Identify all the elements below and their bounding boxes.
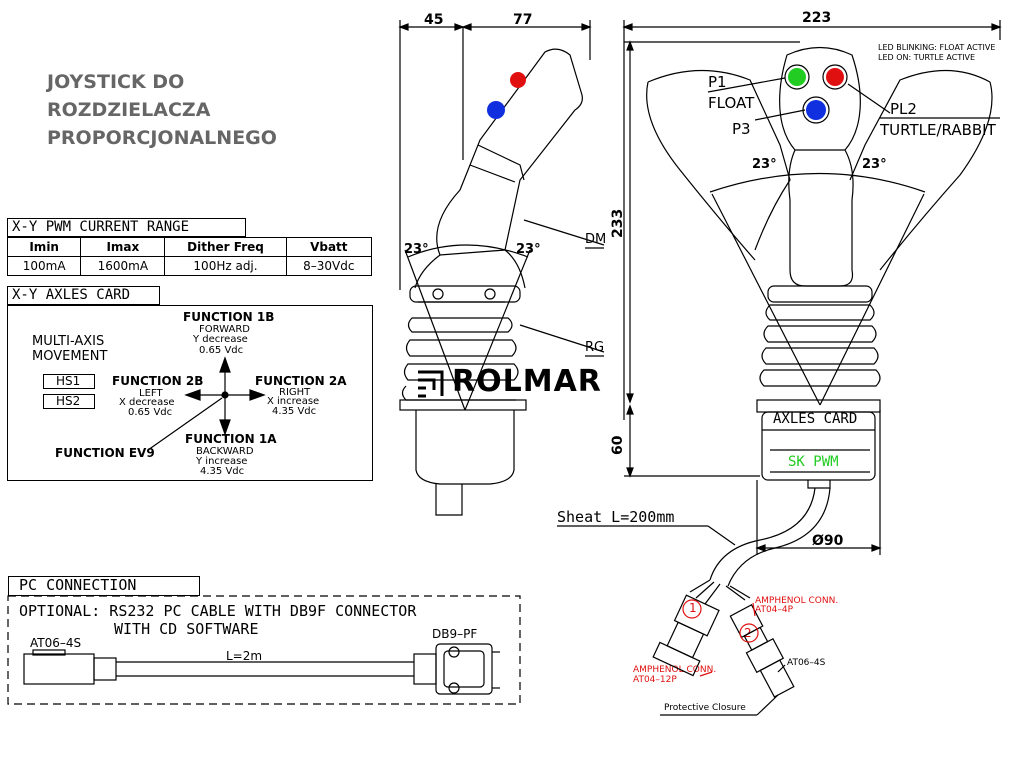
axes-card-panel — [7, 305, 373, 481]
function-1b-axis: Y decrease — [193, 334, 248, 345]
pwm-val-imin: 100mA — [6, 256, 82, 276]
pwm-header-box — [7, 218, 246, 237]
hs2-label: HS2 — [56, 394, 81, 408]
dim-90: Ø90 — [812, 533, 844, 549]
pwm-value-row: 100mA 1600mA 100Hz adj. 8–30Vdc — [6, 256, 373, 276]
function-1a-axis: Y increase — [196, 456, 248, 467]
pwm-header: X-Y PWM CURRENT RANGE — [12, 219, 190, 235]
amphenol-12p-line2: AT04–12P — [633, 675, 677, 685]
pc-left-connector: AT06–4S — [30, 636, 82, 650]
axes-header: X-Y AXLES CARD — [12, 287, 131, 303]
pc-line-1: OPTIONAL: RS232 PC CABLE WITH DB9F CONNE… — [19, 602, 417, 620]
dim-45: 45 — [424, 12, 444, 28]
axles-card-label: AXLES CARD — [773, 411, 858, 427]
p1-label: P1 — [708, 73, 727, 91]
pl2-label: PL2 — [890, 100, 917, 118]
function-2b: FUNCTION 2B — [112, 374, 204, 388]
amphenol-4p-line1: AMPHENOL CONN. — [755, 596, 839, 606]
float-label: FLOAT — [708, 94, 755, 112]
pc-header: PC CONNECTION — [19, 576, 137, 594]
function-ev9: FUNCTION EV9 — [55, 446, 155, 460]
pwm-val-dither: 100Hz adj. — [164, 256, 287, 276]
hs2-box — [43, 394, 95, 409]
dm-label: DM — [585, 232, 607, 247]
pwm-val-imax: 1600mA — [80, 256, 166, 276]
function-1a: FUNCTION 1A — [185, 432, 277, 446]
multi-axis-line-1: MULTI-AXIS — [32, 334, 105, 349]
amphenol-12p-line1: AMPHENOL CONN. — [633, 665, 717, 675]
pc-cable-drawing — [23, 643, 500, 695]
amphenol-4p-line2: AT04–4P — [755, 605, 794, 615]
rolmar-logo-icon — [418, 370, 444, 398]
front-angle-right: 23° — [862, 157, 887, 172]
side-angle-left: 23° — [404, 242, 429, 257]
hs1-label: HS1 — [56, 374, 81, 388]
function-1b: FUNCTION 1B — [183, 310, 275, 324]
pc-right-connector: DB9–PF — [432, 627, 478, 641]
side-angle-right: 23° — [516, 242, 541, 257]
function-1b-dir: FORWARD — [199, 324, 250, 335]
pc-dashed-frame — [7, 595, 521, 705]
title-line-3: PROPORCJONALNEGO — [47, 127, 277, 149]
function-2b-dir: LEFT — [139, 388, 163, 399]
marker-1: 1 — [689, 601, 697, 615]
function-2b-volt: 0.65 Vdc — [128, 407, 173, 418]
at06-label: AT06–4S — [787, 658, 826, 668]
pc-line-2: WITH CD SOFTWARE — [114, 620, 259, 638]
function-1b-volt: 0.65 Vdc — [199, 345, 244, 356]
hs1-box — [43, 374, 95, 389]
front-view-joystick — [557, 20, 1002, 716]
sk-pwm-label: SK PWM — [788, 454, 839, 470]
turtle-rabbit-label: TURTLE/RABBIT — [880, 121, 996, 139]
dim-223: 223 — [802, 10, 832, 26]
led-on-note: LED ON: TURTLE ACTIVE — [878, 53, 976, 62]
title-line-2: ROZDZIELACZA — [47, 99, 211, 121]
function-2a-dir: RIGHT — [279, 387, 311, 398]
function-1a-volt: 4.35 Vdc — [200, 466, 245, 477]
led-blink-note: LED BLINKING: FLOAT ACTIVE — [878, 43, 996, 52]
protective-closure-label: Protective Closure — [664, 703, 746, 713]
axes-header-box — [7, 286, 160, 305]
function-2a-axis: X increase — [267, 396, 320, 407]
multi-axis-line-2: MOVEMENT — [32, 349, 108, 364]
function-2a-volt: 4.35 Vdc — [272, 406, 317, 417]
title-line-1: JOYSTICK DO — [47, 71, 185, 93]
pwm-table: Imin Imax Dither Freq Vbatt 100mA 1600mA… — [6, 237, 373, 276]
front-angle-left: 23° — [752, 157, 777, 172]
function-2b-axis: X decrease — [119, 397, 175, 408]
function-2a: FUNCTION 2A — [255, 374, 347, 388]
axis-cross-arrows — [147, 356, 266, 451]
marker-2: 2 — [744, 626, 752, 640]
p3-label: P3 — [732, 120, 751, 138]
sheat-label: Sheat L=200mm — [557, 508, 675, 526]
dim-77: 77 — [513, 12, 533, 28]
function-1a-dir: BACKWARD — [196, 446, 254, 457]
side-view-joystick — [398, 20, 605, 516]
pc-cable-length: L=2m — [226, 649, 263, 663]
pwm-val-vbatt: 8–30Vdc — [285, 256, 373, 276]
